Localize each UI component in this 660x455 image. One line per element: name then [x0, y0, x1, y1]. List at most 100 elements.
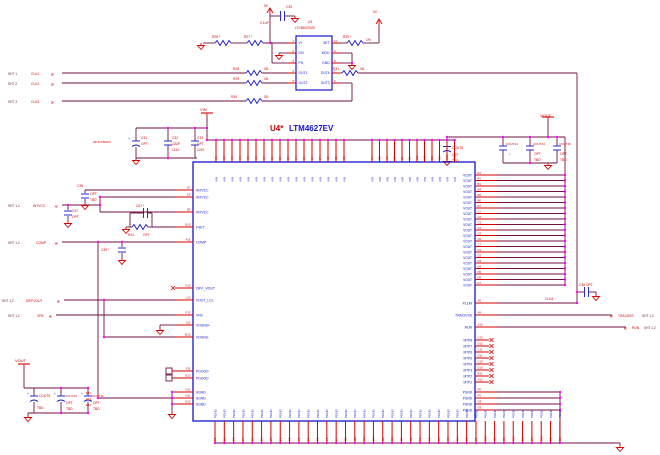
net-label: OPT	[534, 152, 541, 156]
net-label: SHT 1,2	[642, 314, 654, 318]
net-label: COUT13	[506, 142, 518, 146]
flag-chevron: «	[55, 204, 58, 210]
junction-dot	[563, 272, 567, 276]
pin-number: F11	[186, 367, 191, 371]
junction-dot	[310, 138, 314, 142]
pin-number: B8	[465, 437, 469, 441]
ground-symbol	[167, 414, 177, 420]
net-label: C35	[77, 184, 83, 188]
net-label: TBD	[90, 198, 97, 202]
pin-number: E9	[558, 437, 562, 441]
net-label: 1%	[366, 38, 371, 42]
net-label: +	[54, 392, 56, 396]
net-label: 22UF	[172, 142, 180, 146]
junction-dot	[353, 441, 356, 445]
pin-name: VIN	[430, 177, 434, 182]
net-label: COUT10	[65, 394, 77, 398]
ground-symbol	[131, 160, 141, 166]
pin-name: VOUT	[463, 217, 472, 221]
net-label: SHT 1,2	[8, 204, 20, 208]
pin-number: 10	[334, 39, 338, 43]
pin-number: C8	[493, 437, 497, 441]
pin-name: PGOOD	[196, 376, 209, 380]
junction-dot	[166, 126, 170, 130]
pin-name: VIN	[408, 177, 412, 182]
junction-dot	[415, 138, 419, 142]
junction-dot	[512, 441, 515, 445]
net-label: OPT	[90, 192, 97, 196]
junction-dot	[549, 441, 552, 445]
pin-number: M11	[453, 154, 457, 160]
net-label: OPT	[452, 153, 459, 157]
net-label: C32	[172, 136, 178, 140]
pin-number: 2	[292, 49, 294, 53]
pin-name: PGND	[549, 408, 553, 418]
flag-chevron: «	[55, 241, 58, 247]
pin-number: D9	[530, 437, 534, 441]
pin-number: K5	[378, 156, 382, 160]
junction-dot	[563, 228, 567, 232]
junction-dot	[563, 206, 567, 210]
pin-name: VIN	[445, 177, 449, 182]
junction-dot	[558, 390, 562, 394]
ground-symbol	[347, 65, 357, 71]
pin-number: B9	[187, 208, 191, 212]
junction-dot	[342, 138, 346, 142]
pin-name: PGND	[213, 408, 217, 418]
junction-dot	[563, 250, 567, 254]
pin-name: VIN	[294, 177, 298, 182]
pin-name: VIN	[318, 177, 322, 182]
net-label: 1210	[197, 148, 205, 152]
net-label: *	[509, 153, 511, 157]
pin-name: VFB	[196, 313, 203, 317]
net-label: C36 OPT	[579, 283, 593, 287]
net-label: C39 *	[101, 248, 110, 252]
junction-dot	[86, 386, 90, 390]
junction-dot	[318, 138, 322, 142]
pin-number: B9	[474, 437, 478, 441]
pin-number: B11	[478, 372, 483, 376]
pin-number: C9	[502, 437, 506, 441]
junction-dot	[409, 441, 412, 445]
junction-dot	[445, 138, 449, 142]
junction-dot	[563, 256, 567, 259]
junction-dot	[269, 441, 273, 445]
junction-dot	[555, 135, 559, 139]
pin-number: H11	[185, 394, 190, 398]
pin-name: MTP1	[463, 380, 472, 384]
pin-name: VIN	[246, 177, 250, 182]
net-label: R30	[231, 95, 237, 99]
junction-dot	[558, 441, 562, 445]
junction-dot	[372, 441, 375, 445]
pin-number: E5	[250, 437, 254, 441]
junction-dot	[563, 201, 567, 204]
junction-dot	[297, 441, 301, 445]
pin-number: B7	[478, 204, 482, 208]
pin-number: G9	[478, 406, 482, 410]
pin-number: G4	[372, 437, 376, 441]
pin-number: K12	[185, 284, 191, 288]
testpoint-square	[165, 374, 173, 382]
junction-dot	[238, 138, 242, 142]
pin-number: G7	[400, 437, 404, 441]
net-label: CLK4	[545, 297, 553, 301]
net-label: TBD	[93, 407, 100, 411]
pin-name: VOUT	[463, 201, 472, 205]
junction-dot	[563, 223, 567, 226]
resistor	[245, 97, 263, 105]
pin-number: D2	[478, 254, 482, 258]
junction-dot	[563, 212, 567, 215]
pin-name: V+	[299, 41, 303, 45]
pin-name: PGND	[446, 408, 450, 418]
pin-number: G8	[478, 400, 482, 404]
pin-number: M9	[438, 156, 442, 160]
junction-dot	[205, 138, 209, 142]
net-label: RUN	[632, 326, 640, 330]
pin-number: A6	[455, 437, 459, 441]
pin-name: VIN	[222, 177, 226, 182]
pin-name: VOUT_LCL	[196, 298, 214, 302]
junction-dot	[528, 135, 532, 139]
pin-number: L11	[423, 155, 427, 160]
